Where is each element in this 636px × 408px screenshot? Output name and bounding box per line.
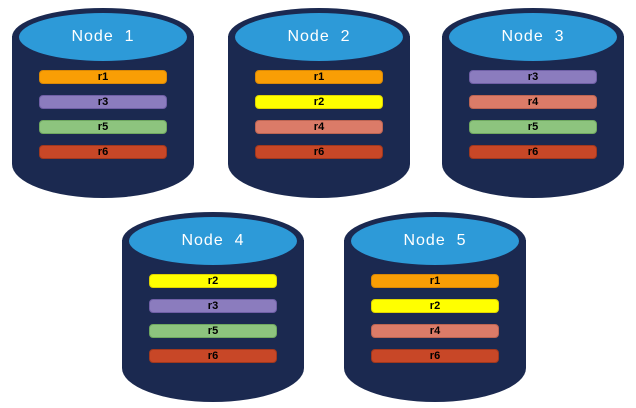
replica-bar-label: r5 xyxy=(97,120,109,133)
node-label: Node 2 xyxy=(287,28,351,45)
database-node-5: Node 5 r1 r2 r4 r6 xyxy=(344,212,526,402)
replica-bar-r4: r4 xyxy=(255,120,383,134)
replica-bar-r1: r1 xyxy=(371,274,499,288)
cylinder-top: Node 5 xyxy=(349,215,521,267)
node-label: Node 3 xyxy=(501,28,565,45)
replica-list: r1 r2 r4 r6 xyxy=(371,274,499,363)
replica-bar-r4: r4 xyxy=(469,95,597,109)
replica-bar-label: r5 xyxy=(207,324,219,337)
replica-bar-r3: r3 xyxy=(149,299,277,313)
replica-bar-r5: r5 xyxy=(39,120,167,134)
node-label: Node 5 xyxy=(403,232,467,249)
replica-bar-label: r6 xyxy=(207,349,219,362)
cylinder-body xyxy=(344,240,526,402)
replica-bar-r5: r5 xyxy=(469,120,597,134)
replica-bar-label: r6 xyxy=(527,145,539,158)
cylinder-top: Node 1 xyxy=(17,11,189,63)
replica-bar-r3: r3 xyxy=(39,95,167,109)
replica-bar-r6: r6 xyxy=(469,145,597,159)
replica-bar-label: r1 xyxy=(429,274,441,287)
replica-bar-label: r2 xyxy=(207,274,219,287)
replica-bar-r6: r6 xyxy=(39,145,167,159)
replica-bar-r1: r1 xyxy=(39,70,167,84)
cylinder-body xyxy=(122,240,304,402)
cylinder-top: Node 2 xyxy=(233,11,405,63)
cylinder-body xyxy=(442,36,624,198)
replica-bar-label: r4 xyxy=(313,120,325,133)
replica-bar-label: r3 xyxy=(207,299,219,312)
replica-list: r1 r2 r4 r6 xyxy=(255,70,383,159)
replica-bar-r6: r6 xyxy=(371,349,499,363)
node-label: Node 1 xyxy=(71,28,135,45)
replica-bar-label: r6 xyxy=(313,145,325,158)
database-node-3: Node 3 r3 r4 r5 r6 xyxy=(442,8,624,198)
replica-bar-label: r3 xyxy=(527,70,539,83)
replica-bar-r2: r2 xyxy=(149,274,277,288)
cylinder-body xyxy=(228,36,410,198)
replica-bar-r2: r2 xyxy=(255,95,383,109)
replica-bar-r4: r4 xyxy=(371,324,499,338)
cylinder-top: Node 4 xyxy=(127,215,299,267)
replica-bar-r2: r2 xyxy=(371,299,499,313)
cylinder-body xyxy=(12,36,194,198)
replica-bar-r6: r6 xyxy=(149,349,277,363)
replica-bar-label: r2 xyxy=(429,299,441,312)
database-node-4: Node 4 r2 r3 r5 r6 xyxy=(122,212,304,402)
replica-list: r3 r4 r5 r6 xyxy=(469,70,597,159)
replica-bar-label: r1 xyxy=(97,70,109,83)
cylinder-top: Node 3 xyxy=(447,11,619,63)
replica-bar-label: r3 xyxy=(97,95,109,108)
replica-bar-label: r6 xyxy=(97,145,109,158)
replica-bar-r5: r5 xyxy=(149,324,277,338)
replica-bar-label: r6 xyxy=(429,349,441,362)
replica-list: r2 r3 r5 r6 xyxy=(149,274,277,363)
database-node-2: Node 2 r1 r2 r4 r6 xyxy=(228,8,410,198)
node-label: Node 4 xyxy=(181,232,245,249)
database-node-1: Node 1 r1 r3 r5 r6 xyxy=(12,8,194,198)
replica-bar-label: r4 xyxy=(527,95,539,108)
replica-bar-label: r4 xyxy=(429,324,441,337)
replica-bar-label: r5 xyxy=(527,120,539,133)
replica-bar-label: r1 xyxy=(313,70,325,83)
replica-list: r1 r3 r5 r6 xyxy=(39,70,167,159)
replica-bar-r1: r1 xyxy=(255,70,383,84)
replica-bar-r3: r3 xyxy=(469,70,597,84)
replica-bar-r6: r6 xyxy=(255,145,383,159)
replica-bar-label: r2 xyxy=(313,95,325,108)
